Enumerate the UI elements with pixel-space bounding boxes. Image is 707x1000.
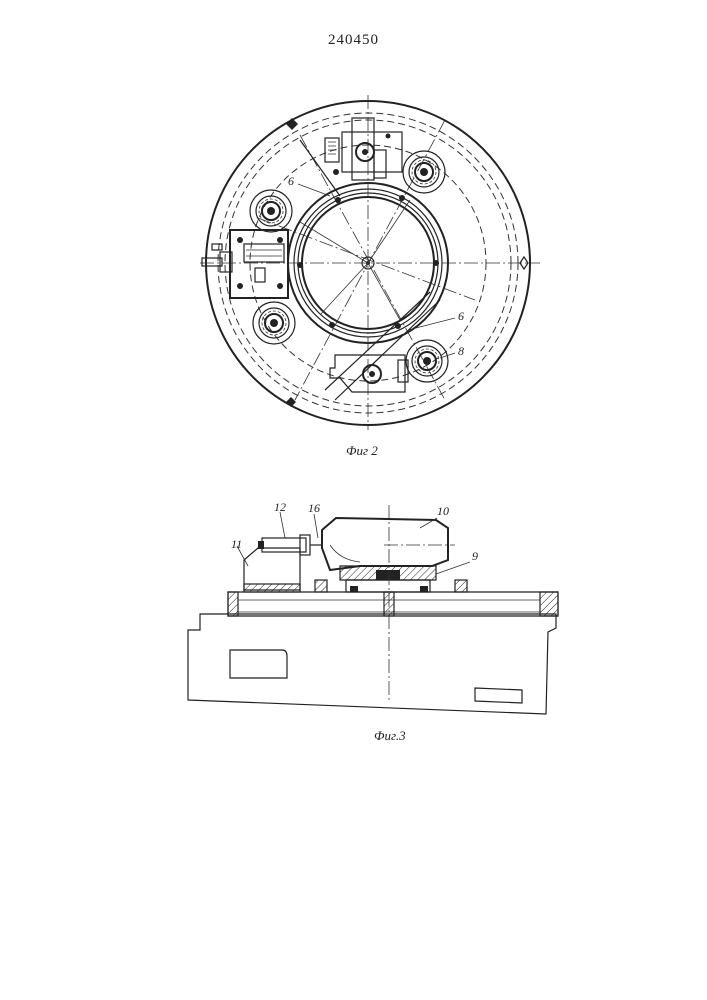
- label-11: 11: [231, 537, 242, 551]
- rim-markers: [286, 118, 528, 407]
- figure-3-caption: Фиг.3: [374, 728, 406, 743]
- label-16: 16: [308, 501, 320, 515]
- workpiece-10: [322, 518, 448, 570]
- roller-upper-left: [250, 190, 292, 232]
- label-6-upper: 6: [288, 174, 294, 188]
- bolts-fig3: [315, 580, 467, 592]
- label-8: 8: [458, 344, 464, 358]
- label-6-lower: 6: [458, 309, 464, 323]
- left-clamp-block: [202, 230, 288, 298]
- label-10: 10: [437, 504, 449, 518]
- figure-3: 11 12 16 10 9 Фиг.3: [188, 500, 558, 743]
- figure-2-caption: Фиг 2: [346, 443, 378, 458]
- machine-base: [188, 614, 556, 714]
- roller-lower-left: [253, 302, 295, 344]
- roller-lower-right: [406, 340, 448, 382]
- label-9: 9: [472, 549, 478, 563]
- top-clamp-bracket: [325, 118, 402, 180]
- bottom-slide-block: [330, 355, 408, 392]
- support-block-11: [244, 548, 300, 592]
- label-12: 12: [274, 500, 286, 514]
- figure-2: 6 6 8 Фиг 2: [200, 95, 540, 458]
- roller-top-right: [403, 151, 445, 193]
- cylinder-12: [258, 535, 322, 555]
